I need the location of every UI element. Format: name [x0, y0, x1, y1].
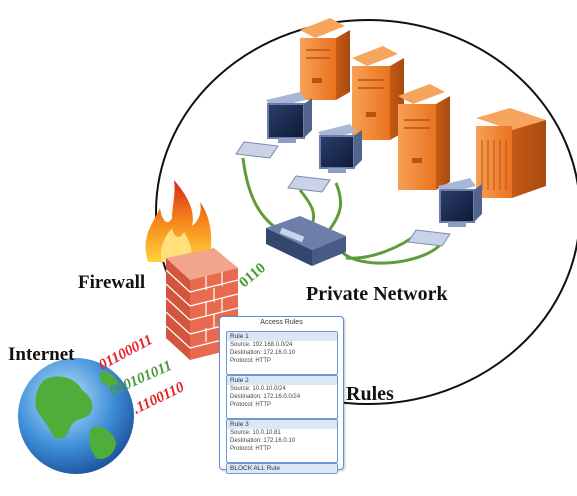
private-network-label: Private Network	[306, 283, 448, 305]
keyboard-icon-2	[287, 175, 331, 193]
keyboard-icon-1	[235, 141, 279, 159]
rule-name: Rule 3	[227, 420, 337, 429]
rule-card: Rule 3 Source: 10.0.10.81 Destination: 1…	[226, 419, 338, 463]
server-rack-icon	[476, 108, 546, 198]
rule-protocol: Protocol: HTTP	[230, 358, 272, 364]
access-rules-panel: Access Rules Rule 1 Source: 192.168.0.0/…	[219, 316, 344, 474]
rule-name: Rule 1	[227, 332, 337, 341]
rule-protocol: Protocol: HTTP	[230, 402, 272, 408]
block-all-rule-card: BLOCK ALL Rule	[226, 463, 338, 474]
rule-destination: Destination: 172.16.0.10	[230, 438, 296, 444]
rule-name: Rule 2	[227, 376, 337, 385]
rule-source: Source: 192.168.0.0/24	[230, 342, 293, 348]
private-network-boundary	[155, 19, 577, 405]
rule-destination: Destination: 172.16.0.10	[230, 350, 296, 356]
globe-icon	[18, 358, 134, 474]
firewall-label: Firewall	[78, 272, 146, 293]
block-all-rule-name: BLOCK ALL Rule	[227, 464, 337, 473]
fire-icon	[145, 180, 212, 262]
rules-label: Rules	[346, 383, 394, 405]
rule-protocol: Protocol: HTTP	[230, 446, 272, 452]
rule-card: Rule 2 Source: 10.0.10.0/24 Destination:…	[226, 375, 338, 419]
monitor-icon-1	[266, 92, 312, 143]
monitor-icon-3	[438, 178, 482, 227]
internet-label: Internet	[8, 344, 75, 365]
keyboard-icon-3	[407, 229, 451, 247]
rule-card: Rule 1 Source: 192.168.0.0/24 Destinatio…	[226, 331, 338, 375]
router-icon	[266, 216, 346, 266]
rule-source: Source: 10.0.10.81	[230, 430, 281, 436]
monitor-icon-2	[318, 124, 362, 173]
rule-source: Source: 10.0.10.0/24	[230, 386, 286, 392]
rule-destination: Destination: 172.16.0.0/24	[230, 394, 301, 400]
access-rules-title: Access Rules	[260, 319, 303, 326]
server-icon-1	[300, 18, 350, 100]
server-icon-3	[398, 84, 450, 190]
